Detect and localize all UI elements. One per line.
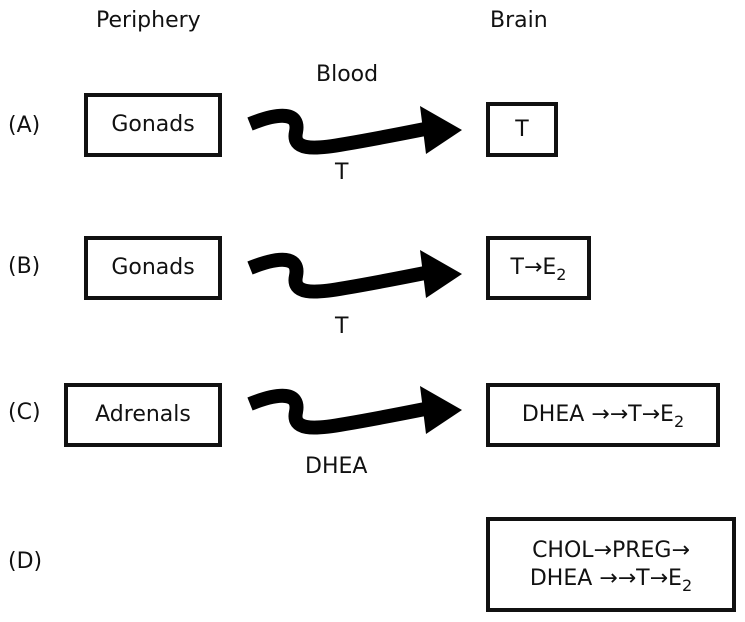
- arrowhead-a: [420, 106, 462, 154]
- source-box-c: Adrenals: [64, 383, 222, 447]
- target-subscript-c: 2: [673, 412, 685, 432]
- target-text-a: T: [515, 116, 529, 142]
- target-text-b: T→E: [510, 255, 557, 281]
- row-label-a: (A): [8, 113, 41, 138]
- source-box-b: Gonads: [84, 236, 222, 300]
- row-label-d: (D): [8, 549, 43, 574]
- target-box-b: T→E2: [486, 236, 591, 300]
- source-label-a: Gonads: [111, 112, 195, 138]
- source-label-c: Adrenals: [95, 402, 191, 428]
- arrow-a: [247, 108, 432, 155]
- arrow-b: [247, 252, 432, 299]
- brain-header: Brain: [490, 8, 548, 33]
- target-label-d: CHOL→PREG→ DHEA →→T→E2: [529, 537, 693, 595]
- target-label-c: DHEA →→T→E2: [521, 401, 685, 432]
- carrier-label-c: DHEA: [305, 454, 368, 479]
- target-text-d-line1: CHOL→PREG→: [532, 538, 690, 563]
- target-text-d-line2: DHEA →→T→E: [529, 565, 682, 591]
- target-box-d: CHOL→PREG→ DHEA →→T→E2: [486, 517, 736, 612]
- blood-label: Blood: [316, 62, 379, 87]
- periphery-header: Periphery: [96, 8, 201, 33]
- source-label-b: Gonads: [111, 255, 195, 281]
- arrow-c: [247, 388, 432, 435]
- target-subscript-d: 2: [681, 575, 693, 595]
- target-label-a: T: [515, 116, 528, 144]
- target-subscript-b: 2: [556, 265, 567, 285]
- carrier-label-a: T: [335, 160, 349, 185]
- carrier-label-b: T: [335, 314, 349, 339]
- target-box-a: T: [486, 102, 558, 157]
- target-box-c: DHEA →→T→E2: [486, 383, 720, 447]
- source-box-a: Gonads: [84, 93, 222, 157]
- target-label-b: T→E2: [510, 254, 567, 285]
- row-label-b: (B): [8, 254, 41, 279]
- target-text-c: DHEA →→T→E: [521, 402, 674, 428]
- arrowhead-b: [420, 250, 462, 298]
- row-label-c: (C): [8, 400, 41, 425]
- arrowhead-c: [420, 386, 462, 434]
